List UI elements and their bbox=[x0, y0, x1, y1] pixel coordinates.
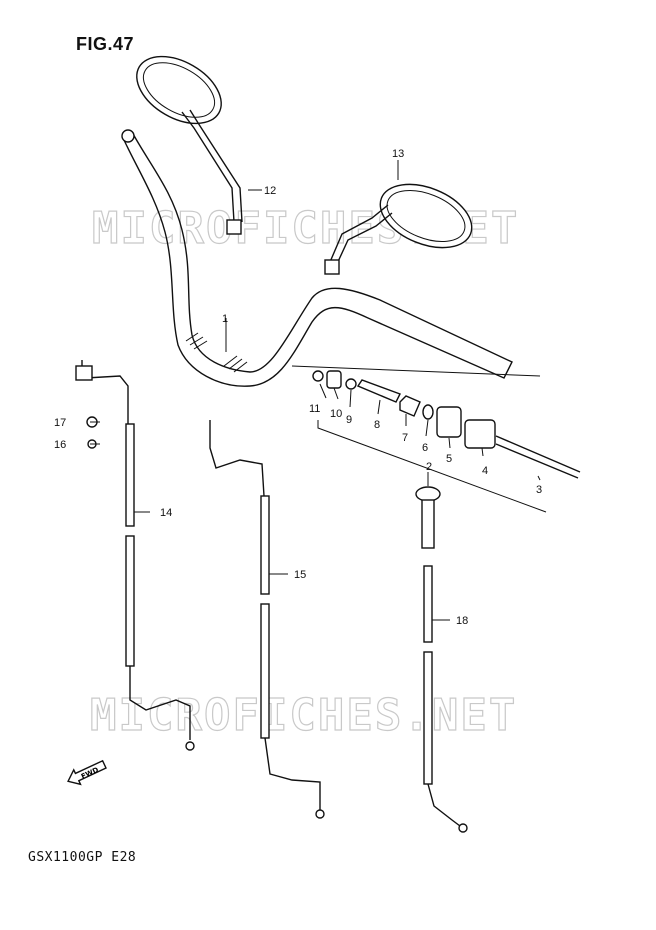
callout-13: 13 bbox=[392, 148, 404, 160]
fwd-arrow-icon: FWD bbox=[67, 759, 107, 786]
callout-6: 6 bbox=[422, 442, 428, 454]
fwd-label: FWD bbox=[80, 766, 100, 781]
cable-15 bbox=[209, 420, 325, 819]
exploded-parts bbox=[312, 370, 581, 479]
watermark-bottom: MICROFICHES.NET bbox=[90, 690, 517, 741]
model-code: GSX1100GP E28 bbox=[28, 850, 137, 865]
callout-18: 18 bbox=[456, 615, 468, 627]
figure-title: FIG.47 bbox=[76, 34, 135, 54]
callout-10: 10 bbox=[330, 408, 342, 420]
callout-9: 9 bbox=[346, 414, 352, 426]
callout-11: 11 bbox=[309, 403, 320, 415]
leader-lines bbox=[90, 383, 541, 621]
mirror-left bbox=[136, 55, 262, 235]
callout-3: 3 bbox=[536, 484, 542, 496]
callout-14: 14 bbox=[160, 507, 172, 519]
callout-15: 15 bbox=[294, 569, 306, 581]
callout-12: 12 bbox=[264, 185, 276, 197]
callout-1: 1 bbox=[222, 313, 228, 325]
callout-5: 5 bbox=[446, 453, 452, 465]
callout-16: 16 bbox=[54, 439, 66, 451]
mirror-right bbox=[324, 160, 473, 275]
callout-7: 7 bbox=[402, 432, 408, 444]
handlebar bbox=[121, 129, 513, 387]
callout-8: 8 bbox=[374, 419, 380, 431]
cable-18 bbox=[415, 486, 468, 833]
cable-14 bbox=[75, 360, 195, 751]
callout-4: 4 bbox=[482, 465, 488, 477]
callout-17: 17 bbox=[54, 417, 66, 429]
callout-2: 2 bbox=[426, 461, 432, 473]
assembly-bracket bbox=[291, 365, 547, 513]
